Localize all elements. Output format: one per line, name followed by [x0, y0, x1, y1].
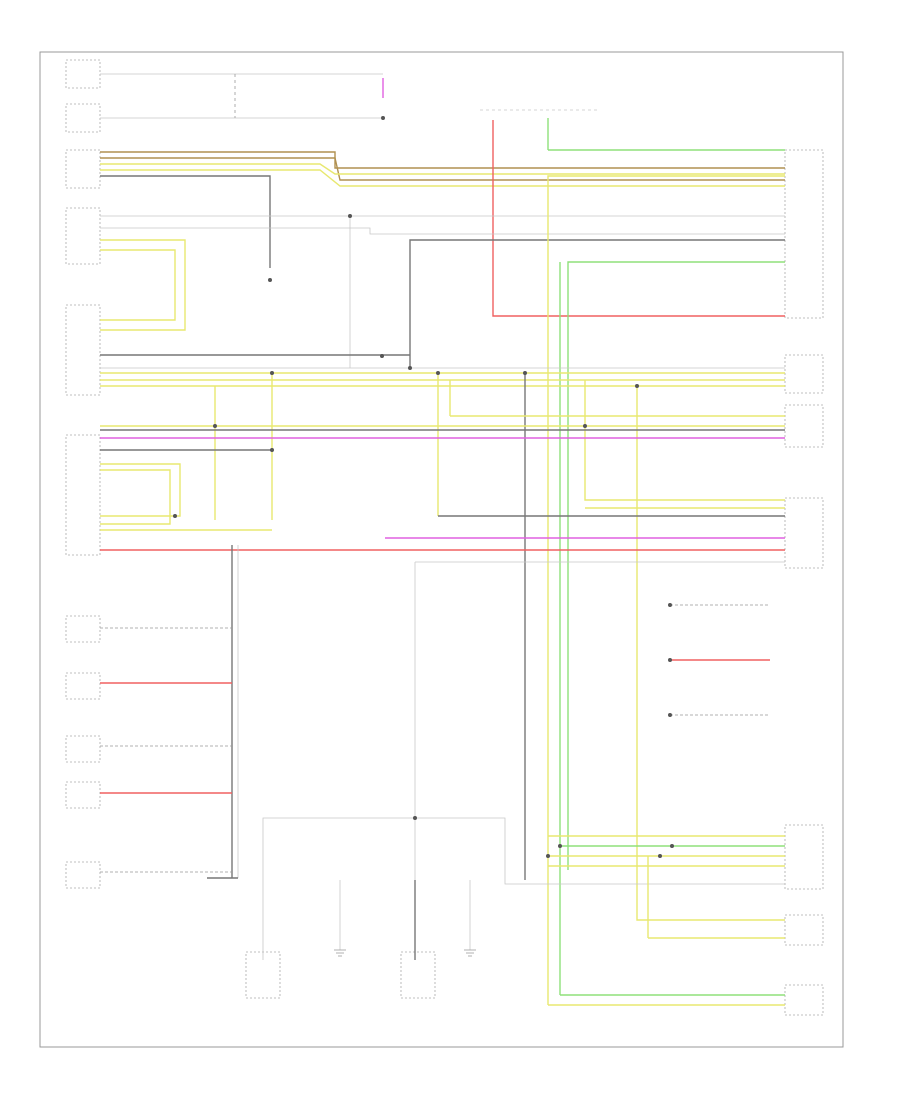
- splice-dot: [270, 448, 274, 452]
- component-box: [65, 615, 101, 643]
- diagram-border: [39, 51, 844, 1048]
- wire-brown: [100, 157, 785, 181]
- wire-gray: [409, 239, 785, 368]
- ground-symbols: [334, 949, 476, 957]
- ground-icon: [334, 949, 346, 957]
- splice-dot: [635, 384, 639, 388]
- wire-yellow: [547, 175, 785, 1005]
- splice-dot: [436, 371, 440, 375]
- wire-yellow: [100, 163, 785, 175]
- component-box: [784, 354, 824, 394]
- splice-dot: [173, 514, 177, 518]
- component-box: [784, 984, 824, 1016]
- splice-dot: [270, 371, 274, 375]
- splice-points: [173, 116, 674, 858]
- component-box: [65, 103, 101, 133]
- splice-dot: [213, 424, 217, 428]
- splice-dot: [668, 713, 672, 717]
- ground-icon: [464, 949, 476, 957]
- wires: [100, 73, 785, 1006]
- wire-gray: [100, 227, 785, 235]
- component-box: [65, 434, 101, 556]
- wire-green: [567, 261, 785, 870]
- splice-dot: [558, 844, 562, 848]
- splice-dot: [381, 116, 385, 120]
- wire-gray: [504, 825, 785, 885]
- component-box: [784, 404, 824, 448]
- splice-dot: [670, 844, 674, 848]
- splice-dot: [583, 424, 587, 428]
- component-box: [65, 207, 101, 265]
- wire-yellow: [584, 380, 785, 501]
- component-box: [784, 149, 824, 319]
- splice-dot: [408, 366, 412, 370]
- splice-dot: [268, 278, 272, 282]
- wire-yellow: [100, 239, 186, 331]
- splice-dot: [658, 854, 662, 858]
- left-components: [65, 59, 101, 889]
- wire-yellow: [100, 169, 785, 187]
- component-box: [784, 497, 824, 569]
- wire-yellow: [636, 386, 785, 921]
- splice-dot: [546, 854, 550, 858]
- component-box: [65, 781, 101, 809]
- wire-gray: [100, 175, 271, 268]
- wire-yellow: [100, 469, 171, 525]
- bottom-components: [245, 951, 436, 999]
- component-box: [65, 59, 101, 89]
- component-box: [784, 824, 824, 890]
- right-components: [784, 149, 824, 1016]
- component-box: [784, 914, 824, 946]
- component-box: [65, 861, 101, 889]
- splice-dot: [380, 354, 384, 358]
- splice-dot: [348, 214, 352, 218]
- wire-yellow: [100, 463, 181, 517]
- component-box: [400, 951, 436, 999]
- component-box: [65, 735, 101, 763]
- component-box: [65, 672, 101, 700]
- component-box: [65, 149, 101, 189]
- splice-dot: [668, 603, 672, 607]
- wire-yellow: [100, 249, 176, 321]
- splice-dot: [523, 371, 527, 375]
- wire-red: [492, 120, 785, 317]
- splice-dot: [668, 658, 672, 662]
- splice-dot: [413, 816, 417, 820]
- wire-brown: [100, 151, 785, 169]
- component-box: [65, 304, 101, 396]
- wire-gray: [262, 817, 506, 960]
